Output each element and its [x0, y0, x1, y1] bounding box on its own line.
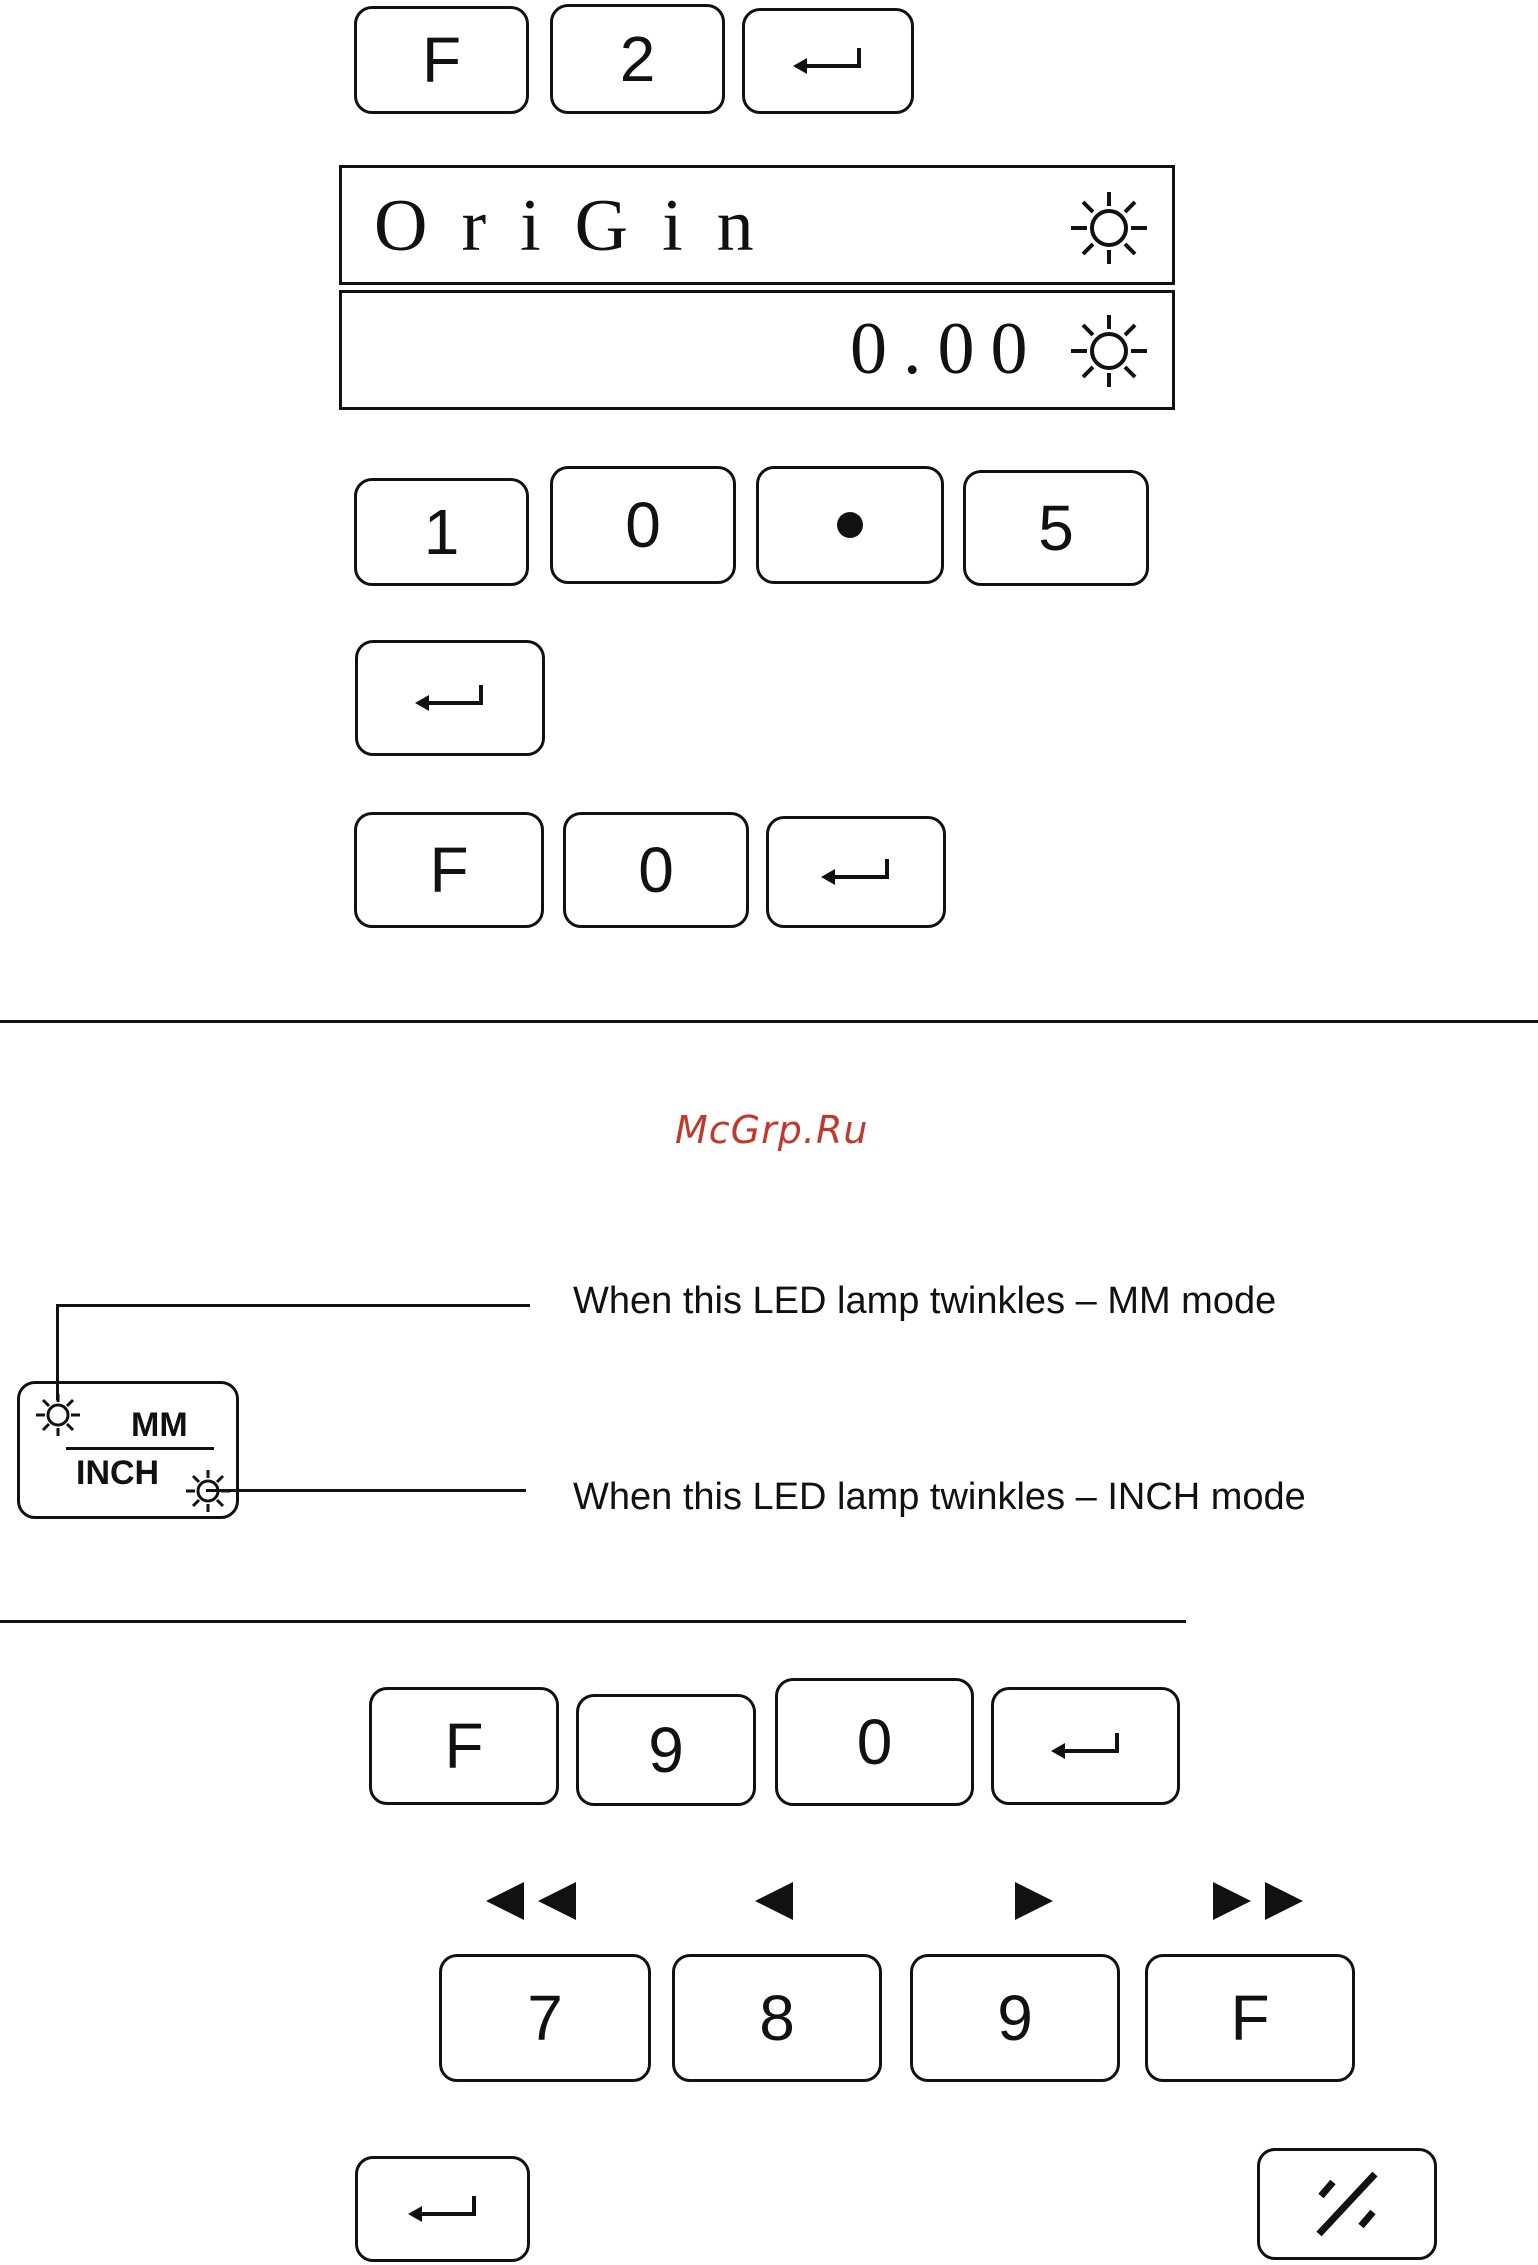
mm-leader-horizontal: [56, 1304, 530, 1307]
f-key[interactable]: F: [369, 1687, 559, 1805]
section-divider: [0, 1620, 1186, 1623]
eight-key-label: 8: [759, 1981, 795, 2055]
sun-lamp-icon: [1067, 188, 1151, 268]
decimal-point-key[interactable]: [756, 466, 944, 584]
nine-key[interactable]: 9: [910, 1954, 1120, 2082]
inch-leader-horizontal: [206, 1489, 526, 1492]
enter-arrow-icon: [791, 44, 865, 78]
zero-key-label: 0: [625, 488, 661, 562]
zero-key[interactable]: 0: [550, 466, 736, 584]
left-triangle-icon: [755, 1882, 793, 1920]
enter-arrow-icon: [413, 681, 487, 715]
zero-key-label: 0: [638, 833, 674, 907]
f-key-label: F: [422, 23, 461, 97]
f-key[interactable]: F: [1145, 1954, 1355, 2082]
five-key[interactable]: 5: [963, 470, 1149, 586]
enter-key[interactable]: [355, 2156, 530, 2262]
sun-lamp-icon: [1067, 311, 1151, 391]
f-key[interactable]: F: [354, 6, 529, 114]
f-key-label: F: [444, 1709, 483, 1783]
inch-mode-note: When this LED lamp twinkles – INCH mode: [573, 1476, 1306, 1519]
one-key-label: 1: [424, 495, 460, 569]
enter-key[interactable]: [742, 8, 914, 114]
f-key-label: F: [1230, 1981, 1269, 2055]
half-function-key[interactable]: [1257, 2148, 1437, 2260]
mm-inch-indicator-panel: MM INCH: [17, 1381, 239, 1519]
inch-label: INCH: [76, 1454, 159, 1493]
watermark-text: McGrp.Ru: [675, 1108, 868, 1152]
two-key-label: 2: [620, 22, 656, 96]
enter-key[interactable]: [766, 816, 946, 928]
zero-key[interactable]: 0: [775, 1678, 974, 1806]
enter-arrow-icon: [406, 2192, 480, 2226]
display-text-origin: OriGin: [374, 184, 788, 269]
zero-key-label: 0: [857, 1705, 893, 1779]
mm-leader-vertical: [56, 1304, 59, 1400]
right-triangle-icon: [1015, 1882, 1053, 1920]
decimal-dot-icon: [837, 512, 863, 538]
nine-key-label: 9: [997, 1981, 1033, 2055]
one-key[interactable]: 1: [354, 478, 529, 586]
mm-mode-note: When this LED lamp twinkles – MM mode: [573, 1280, 1276, 1323]
five-key-label: 5: [1038, 491, 1074, 565]
enter-arrow-icon: [1049, 1729, 1123, 1763]
enter-key[interactable]: [991, 1687, 1180, 1805]
display-value: 0.00: [850, 307, 1044, 392]
f-key[interactable]: F: [354, 812, 544, 928]
lcd-display-line2: 0.00: [339, 290, 1175, 410]
double-right-triangle-icon: [1213, 1882, 1303, 1920]
double-left-triangle-icon: [486, 1882, 576, 1920]
enter-arrow-icon: [819, 855, 893, 889]
zero-key[interactable]: 0: [563, 812, 749, 928]
slash-half-icon: [1307, 2164, 1387, 2244]
seven-key[interactable]: 7: [439, 1954, 651, 2082]
nine-key-label: 9: [648, 1713, 684, 1787]
f-key-label: F: [429, 833, 468, 907]
nine-key[interactable]: 9: [576, 1694, 756, 1806]
eight-key[interactable]: 8: [672, 1954, 882, 2082]
mm-label: MM: [131, 1406, 188, 1445]
lcd-display-line1: OriGin: [339, 165, 1175, 285]
mm-inch-separator: [66, 1447, 214, 1450]
enter-key[interactable]: [355, 640, 545, 756]
seven-key-label: 7: [527, 1981, 563, 2055]
section-divider: [0, 1020, 1538, 1023]
two-key[interactable]: 2: [550, 4, 725, 114]
